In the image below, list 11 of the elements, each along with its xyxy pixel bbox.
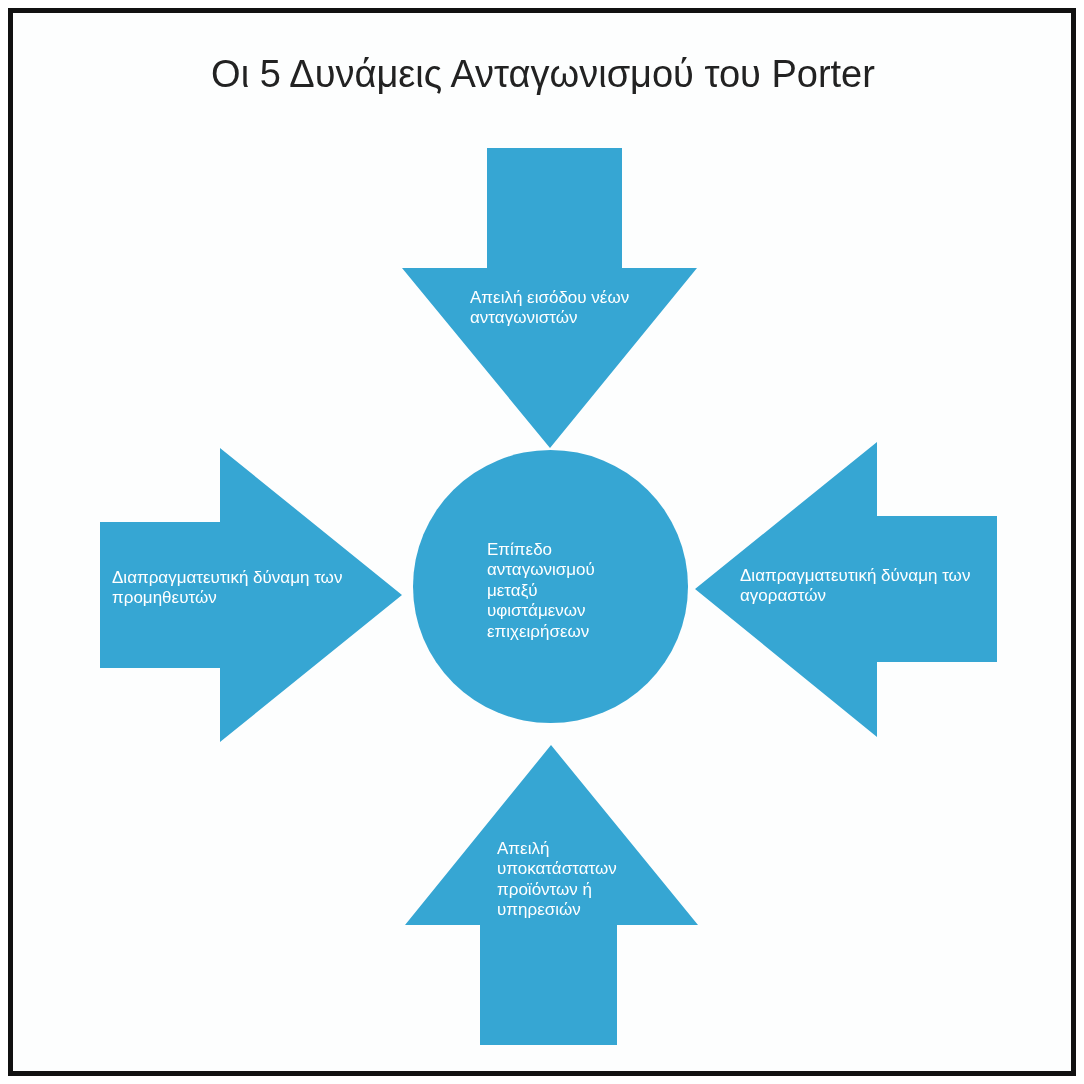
force-label: Απειλή εισόδου νέων ανταγωνιστών [470, 288, 631, 329]
force-label: Διαπραγματευτική δύναμη των αγοραστών [740, 566, 972, 607]
force-label: Απειλή υποκατάστατων προϊόντων ή υπηρεσιών [497, 839, 618, 921]
center-circle [413, 450, 688, 723]
force-arrow [100, 448, 402, 742]
force-arrow [695, 442, 997, 737]
title: Οι 5 Δυνάμεις Ανταγωνισμού του Porter [210, 53, 876, 96]
force-label: Επίπεδο ανταγωνισμού μεταξύ υφιστάμενων επιχειρήσεων [487, 540, 596, 642]
force-arrow [405, 745, 698, 1045]
force-label: Διαπραγματευτική δύναμη των προμηθευτών [112, 568, 344, 609]
force-arrow [402, 148, 697, 448]
